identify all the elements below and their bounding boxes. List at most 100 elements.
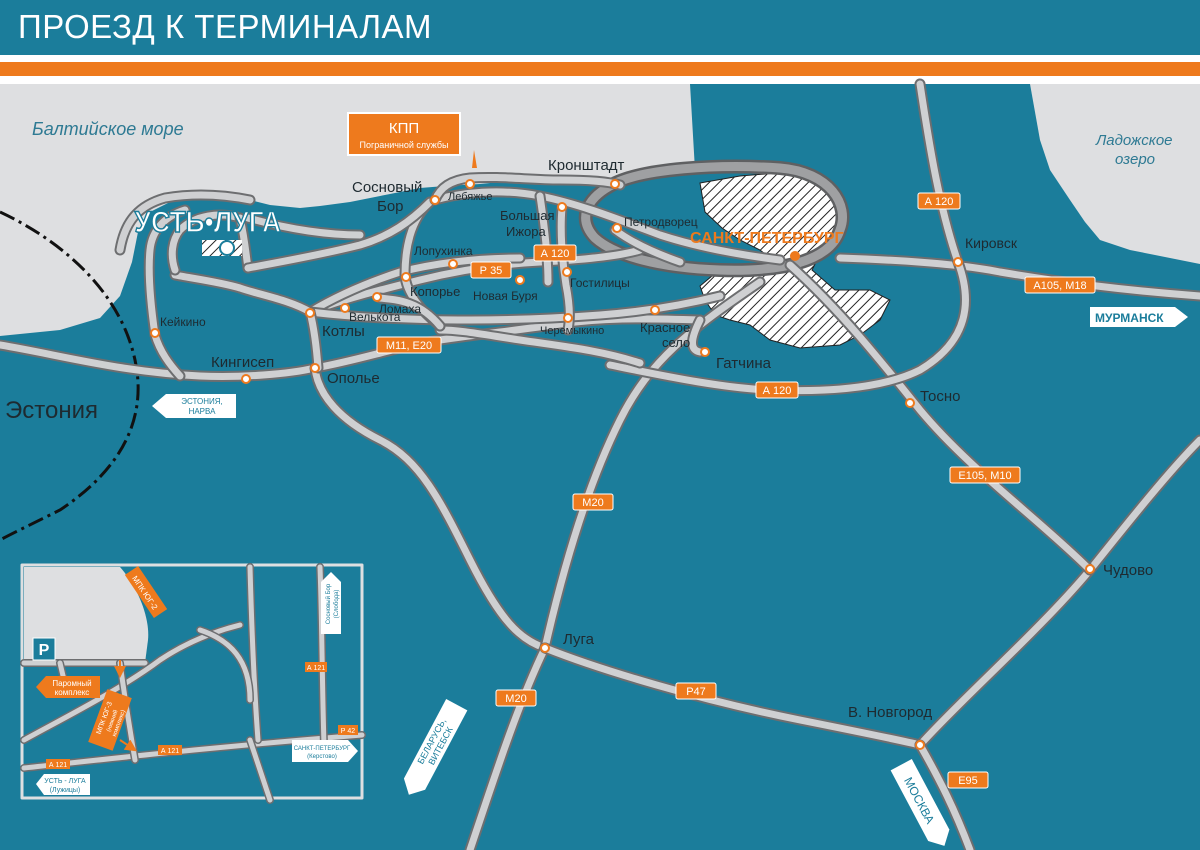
- baltic-sea-label: Балтийское море: [32, 119, 184, 139]
- svg-text:МУРМАНСК: МУРМАНСК: [1095, 311, 1164, 325]
- road: [541, 644, 924, 749]
- shield-a105-m18: А105, М18: [1024, 276, 1096, 294]
- label-keikino: Кейкино: [160, 315, 206, 329]
- label-petrodvorets: Петродворец: [624, 215, 698, 229]
- spb-ring-road-inner: [581, 162, 847, 275]
- shield-a120-mid: А 120: [533, 244, 577, 262]
- label-krasnoe-selo-2: село: [662, 335, 690, 350]
- port-logo-text: УСТЬ•ЛУГА: [135, 204, 281, 238]
- road: [151, 331, 184, 380]
- shield-p47: Р47: [675, 682, 717, 700]
- ust-luga-logo: УСТЬ•ЛУГА: [134, 204, 282, 256]
- header-bar: ПРОЕЗД К ТЕРМИНАЛАМ: [0, 0, 1200, 55]
- road: [836, 254, 1200, 300]
- label-kotly: Котлы: [322, 323, 365, 340]
- shield-a120-north: А 120: [917, 192, 961, 210]
- shield-r35: Р 35: [470, 261, 512, 279]
- svg-text:(Слобода): (Слобода): [334, 590, 340, 619]
- label-kingisepp: Кингисеп: [211, 354, 274, 371]
- svg-text:P: P: [39, 642, 50, 659]
- svg-text:М20: М20: [582, 497, 603, 509]
- arrow-murmansk: МУРМАНСК: [1090, 307, 1188, 327]
- road: [171, 271, 314, 316]
- ladoga-label-1: Ладожское: [1095, 132, 1173, 149]
- svg-text:А 120: А 120: [925, 196, 954, 208]
- svg-text:САНКТ-ПЕТЕРБУРГ: САНКТ-ПЕТЕРБУРГ: [294, 746, 351, 752]
- svg-text:А 121: А 121: [161, 748, 179, 755]
- label-sosnovy-bor-2: Бор: [377, 198, 404, 215]
- inset-shield-a121-top: А 121: [305, 662, 327, 672]
- inset-shield-a121-mid: А 121: [158, 745, 182, 755]
- label-lopukhinka: Лопухинка: [414, 244, 473, 258]
- road: [436, 326, 644, 367]
- svg-text:НАРВА: НАРВА: [189, 407, 217, 416]
- svg-text:Р 42: Р 42: [341, 728, 356, 735]
- label-gostilitsy: Гостилицы: [570, 276, 630, 290]
- label-kirovsk: Кировск: [965, 235, 1018, 251]
- inset-road: [197, 627, 253, 703]
- svg-text:М11, Е20: М11, Е20: [386, 340, 432, 352]
- label-kronshtadt: Кронштадт: [548, 157, 625, 174]
- inset-road: [247, 737, 273, 803]
- baltic-sea: [0, 84, 695, 336]
- road: [689, 316, 704, 356]
- road: [168, 211, 244, 274]
- svg-text:(Керстово): (Керстово): [307, 754, 337, 760]
- road: [536, 192, 552, 286]
- checkpoint-title: КПП: [389, 120, 419, 137]
- label-luga: Луга: [563, 631, 595, 648]
- label-cheremykino: Черемыкино: [540, 325, 604, 337]
- road: [431, 173, 624, 204]
- label-bolshaya-izhora-2: Ижора: [506, 224, 547, 239]
- svg-text:А 120: А 120: [541, 248, 570, 260]
- inset-shield-a121-left: А 121: [46, 759, 70, 769]
- svg-text:Е105, М10: Е105, М10: [958, 470, 1011, 482]
- svg-text:комплекс: комплекс: [55, 688, 90, 697]
- inset-ferry: Паромный комплекс: [36, 676, 100, 698]
- road: [116, 191, 254, 254]
- road: [916, 741, 974, 850]
- label-estonia: Эстония: [5, 397, 98, 424]
- arrow-estonia-narva: ЭСТОНИЯ, НАРВА: [152, 394, 236, 418]
- label-tosno: Тосно: [920, 388, 960, 405]
- inset-mpk-yug3: МПК ЮГ-3 (нижний комплекс): [88, 689, 132, 751]
- road: [376, 294, 444, 330]
- inset-road: [247, 564, 261, 743]
- svg-text:М20: М20: [505, 693, 526, 705]
- label-krasnoe-selo-1: Красное: [640, 320, 690, 335]
- estonia-border: [0, 210, 140, 542]
- road-network: [0, 78, 1200, 850]
- label-spb: САНКТ-ПЕТЕРБУРГ: [690, 230, 844, 247]
- label-chudovo: Чудово: [1103, 562, 1153, 579]
- city-markers: [150, 179, 1095, 750]
- road: [466, 644, 549, 850]
- svg-text:Е95: Е95: [958, 775, 978, 787]
- label-gatchina: Гатчина: [716, 355, 772, 372]
- svg-text:(Лужицы): (Лужицы): [50, 787, 81, 794]
- checkpoint-subtitle: Пограничной службы: [359, 140, 448, 150]
- road: [244, 198, 434, 272]
- shield-m20-upper: М20: [572, 493, 614, 511]
- ladoga-lake: [1030, 84, 1200, 264]
- svg-text:А 121: А 121: [49, 762, 67, 769]
- road: [786, 261, 1094, 574]
- svg-text:Паромный: Паромный: [52, 679, 91, 688]
- svg-text:Р47: Р47: [686, 686, 706, 698]
- inset-shield-p42: Р 42: [338, 725, 358, 735]
- svg-text:УСТЬ - ЛУГА: УСТЬ - ЛУГА: [44, 778, 86, 785]
- label-bolshaya-izhora-1: Большая: [500, 208, 555, 223]
- inset-ust-luga: УСТЬ - ЛУГА (Лужицы): [36, 774, 90, 795]
- shield-e95: Е95: [947, 771, 989, 789]
- shield-m11-e20: М11, Е20: [376, 336, 442, 354]
- svg-text:ЭСТОНИЯ,: ЭСТОНИЯ,: [181, 397, 223, 406]
- label-v-novgorod: В. Новгород: [848, 704, 932, 721]
- road-shields: А 120 А 120 А 120 Р 35 М11, Е20 А105, М1…: [376, 192, 1096, 789]
- place-labels: Сосновый Бор Лебяжье Кронштадт Большая И…: [5, 157, 1153, 721]
- label-koporye: Копорье: [410, 284, 460, 299]
- ladoga-label-2: озеро: [1115, 151, 1155, 168]
- orange-stripe: [0, 62, 1200, 76]
- inset-spb: САНКТ-ПЕТЕРБУРГ (Керстово): [292, 740, 358, 762]
- svg-text:А 121: А 121: [307, 665, 325, 672]
- label-lebyazhye: Лебяжье: [448, 191, 492, 203]
